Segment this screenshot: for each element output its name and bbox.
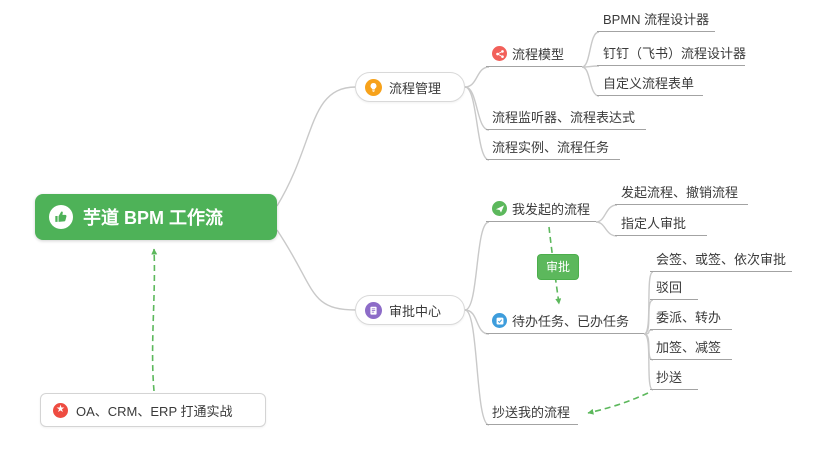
connector-initiated-assignee (595, 221, 618, 237)
node-process-instance-label: 流程实例、流程任务 (492, 140, 610, 155)
topic-approval-center-label: 审批中心 (389, 303, 442, 319)
node-countersign[interactable]: 会签、或签、依次审批 (650, 250, 792, 272)
node-my-initiated[interactable]: 我发起的流程 (486, 200, 596, 222)
node-process-instance[interactable]: 流程实例、流程任务 (486, 138, 620, 160)
star-icon: ★ (53, 402, 68, 418)
node-bpmn-designer[interactable]: BPMN 流程设计器 (597, 10, 715, 32)
node-delegate-transfer-label: 委派、转办 (656, 310, 722, 325)
node-cc-my-process[interactable]: 抄送我的流程 (486, 403, 578, 425)
node-cc-label: 抄送 (656, 370, 683, 385)
connector-model-bpmn (581, 31, 600, 68)
node-dingtalk-designer-label: 钉钉（飞书）流程设计器 (603, 46, 747, 61)
clipboard-icon (365, 301, 382, 319)
connector-approval-ccmy (464, 309, 490, 426)
node-process-model-label: 流程模型 (512, 47, 565, 62)
node-my-initiated-label: 我发起的流程 (512, 202, 591, 217)
node-cc[interactable]: 抄送 (650, 368, 698, 390)
topic-approval-center[interactable]: 审批中心 (355, 295, 465, 325)
approval-badge-label: 审批 (546, 260, 571, 274)
note-topic-oa-crm-erp[interactable]: ★ OA、CRM、ERP 打通实战 (40, 393, 266, 427)
approval-badge: 审批 (537, 254, 580, 280)
connector-approval-initiated (464, 221, 490, 311)
connector-process-model (464, 66, 490, 88)
node-bpmn-designer-label: BPMN 流程设计器 (603, 12, 710, 27)
lightbulb-icon (365, 78, 382, 96)
connector-initiated-launch (595, 204, 618, 223)
topic-process-management-label: 流程管理 (389, 80, 442, 96)
node-initiate-cancel-label: 发起流程、撤销流程 (621, 185, 739, 200)
connector-todo-delegate (643, 329, 654, 335)
topic-process-management[interactable]: 流程管理 (355, 72, 465, 102)
node-reject[interactable]: 驳回 (650, 278, 698, 300)
connector-root-approval (276, 229, 357, 311)
connector-root-process (276, 86, 357, 207)
node-process-model[interactable]: 流程模型 (486, 45, 582, 67)
connector-todo-reject (643, 299, 654, 335)
node-custom-form-label: 自定义流程表单 (603, 76, 695, 91)
connector-todo-cc (643, 333, 654, 391)
flow-model-icon (492, 46, 507, 61)
node-process-listener-label: 流程监听器、流程表达式 (492, 110, 636, 125)
node-custom-form[interactable]: 自定义流程表单 (597, 74, 703, 96)
tasks-icon (492, 313, 507, 328)
connector-model-customform (581, 66, 600, 97)
thumbs-up-icon (49, 205, 73, 229)
node-add-remove-sign[interactable]: 加签、减签 (650, 338, 732, 360)
node-reject-label: 驳回 (656, 280, 683, 295)
node-todo-done-tasks-label: 待办任务、已办任务 (512, 314, 630, 329)
node-assigned-approver[interactable]: 指定人审批 (615, 214, 707, 236)
node-dingtalk-designer[interactable]: 钉钉（飞书）流程设计器 (597, 44, 747, 66)
node-todo-done-tasks[interactable]: 待办任务、已办任务 (486, 312, 644, 334)
node-initiate-cancel[interactable]: 发起流程、撤销流程 (615, 183, 748, 205)
node-countersign-label: 会签、或签、依次审批 (656, 252, 787, 267)
dashed-arrow-cc-to-ccmy (587, 392, 649, 415)
connector-process-instance (464, 86, 490, 161)
node-assigned-approver-label: 指定人审批 (621, 216, 687, 231)
node-delegate-transfer[interactable]: 委派、转办 (650, 308, 732, 330)
root-topic[interactable]: 芋道 BPM 工作流 (35, 194, 277, 240)
note-label: OA、CRM、ERP 打通实战 (76, 403, 233, 419)
node-process-listener[interactable]: 流程监听器、流程表达式 (486, 108, 646, 130)
paper-plane-icon (492, 201, 507, 216)
dashed-arrow-note-to-root (151, 248, 158, 392)
node-add-remove-sign-label: 加签、减签 (656, 340, 722, 355)
root-topic-label: 芋道 BPM 工作流 (83, 208, 224, 228)
node-cc-my-process-label: 抄送我的流程 (492, 405, 571, 420)
